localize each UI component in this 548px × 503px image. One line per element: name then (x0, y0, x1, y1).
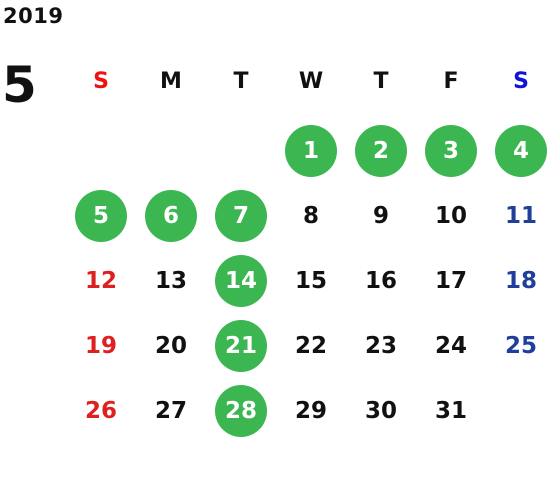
day-cell-16[interactable]: 16 (364, 268, 397, 294)
day-cell-2[interactable]: 2 (355, 125, 407, 177)
day-cell-6[interactable]: 6 (145, 190, 197, 242)
day-cell-8[interactable]: 8 (302, 203, 319, 229)
day-cell-13[interactable]: 13 (154, 268, 187, 294)
day-cell-12[interactable]: 12 (84, 268, 117, 294)
day-cell-19[interactable]: 19 (84, 333, 117, 359)
day-cell-28[interactable]: 28 (215, 385, 267, 437)
day-cell-29[interactable]: 29 (294, 398, 327, 424)
day-cell-31[interactable]: 31 (434, 398, 467, 424)
day-cell-7[interactable]: 7 (215, 190, 267, 242)
day-cell-3[interactable]: 3 (425, 125, 477, 177)
day-cell-4[interactable]: 4 (495, 125, 547, 177)
weekday-header-wed: W (298, 68, 324, 94)
weekday-header-fri: F (443, 68, 459, 94)
day-cell-11[interactable]: 11 (504, 203, 537, 229)
day-cell-14[interactable]: 14 (215, 255, 267, 307)
day-cell-17[interactable]: 17 (434, 268, 467, 294)
weekday-header-thu: T (373, 68, 389, 94)
day-cell-23[interactable]: 23 (364, 333, 397, 359)
day-cell-1[interactable]: 1 (285, 125, 337, 177)
weekday-header-tue: T (233, 68, 249, 94)
day-cell-10[interactable]: 10 (434, 203, 467, 229)
day-cell-18[interactable]: 18 (504, 268, 537, 294)
day-cell-5[interactable]: 5 (75, 190, 127, 242)
weekday-header-sat: S (513, 68, 529, 94)
day-cell-15[interactable]: 15 (294, 268, 327, 294)
month-label: 5 (2, 56, 37, 114)
weekday-header-sun: S (93, 68, 109, 94)
day-cell-22[interactable]: 22 (294, 333, 327, 359)
day-cell-27[interactable]: 27 (154, 398, 187, 424)
day-cell-21[interactable]: 21 (215, 320, 267, 372)
day-cell-26[interactable]: 26 (84, 398, 117, 424)
year-label: 2019 (3, 4, 64, 28)
day-cell-30[interactable]: 30 (364, 398, 397, 424)
day-cell-9[interactable]: 9 (372, 203, 389, 229)
weekday-header-mon: M (160, 68, 182, 94)
day-cell-20[interactable]: 20 (154, 333, 187, 359)
day-cell-24[interactable]: 24 (434, 333, 467, 359)
day-cell-25[interactable]: 25 (504, 333, 537, 359)
